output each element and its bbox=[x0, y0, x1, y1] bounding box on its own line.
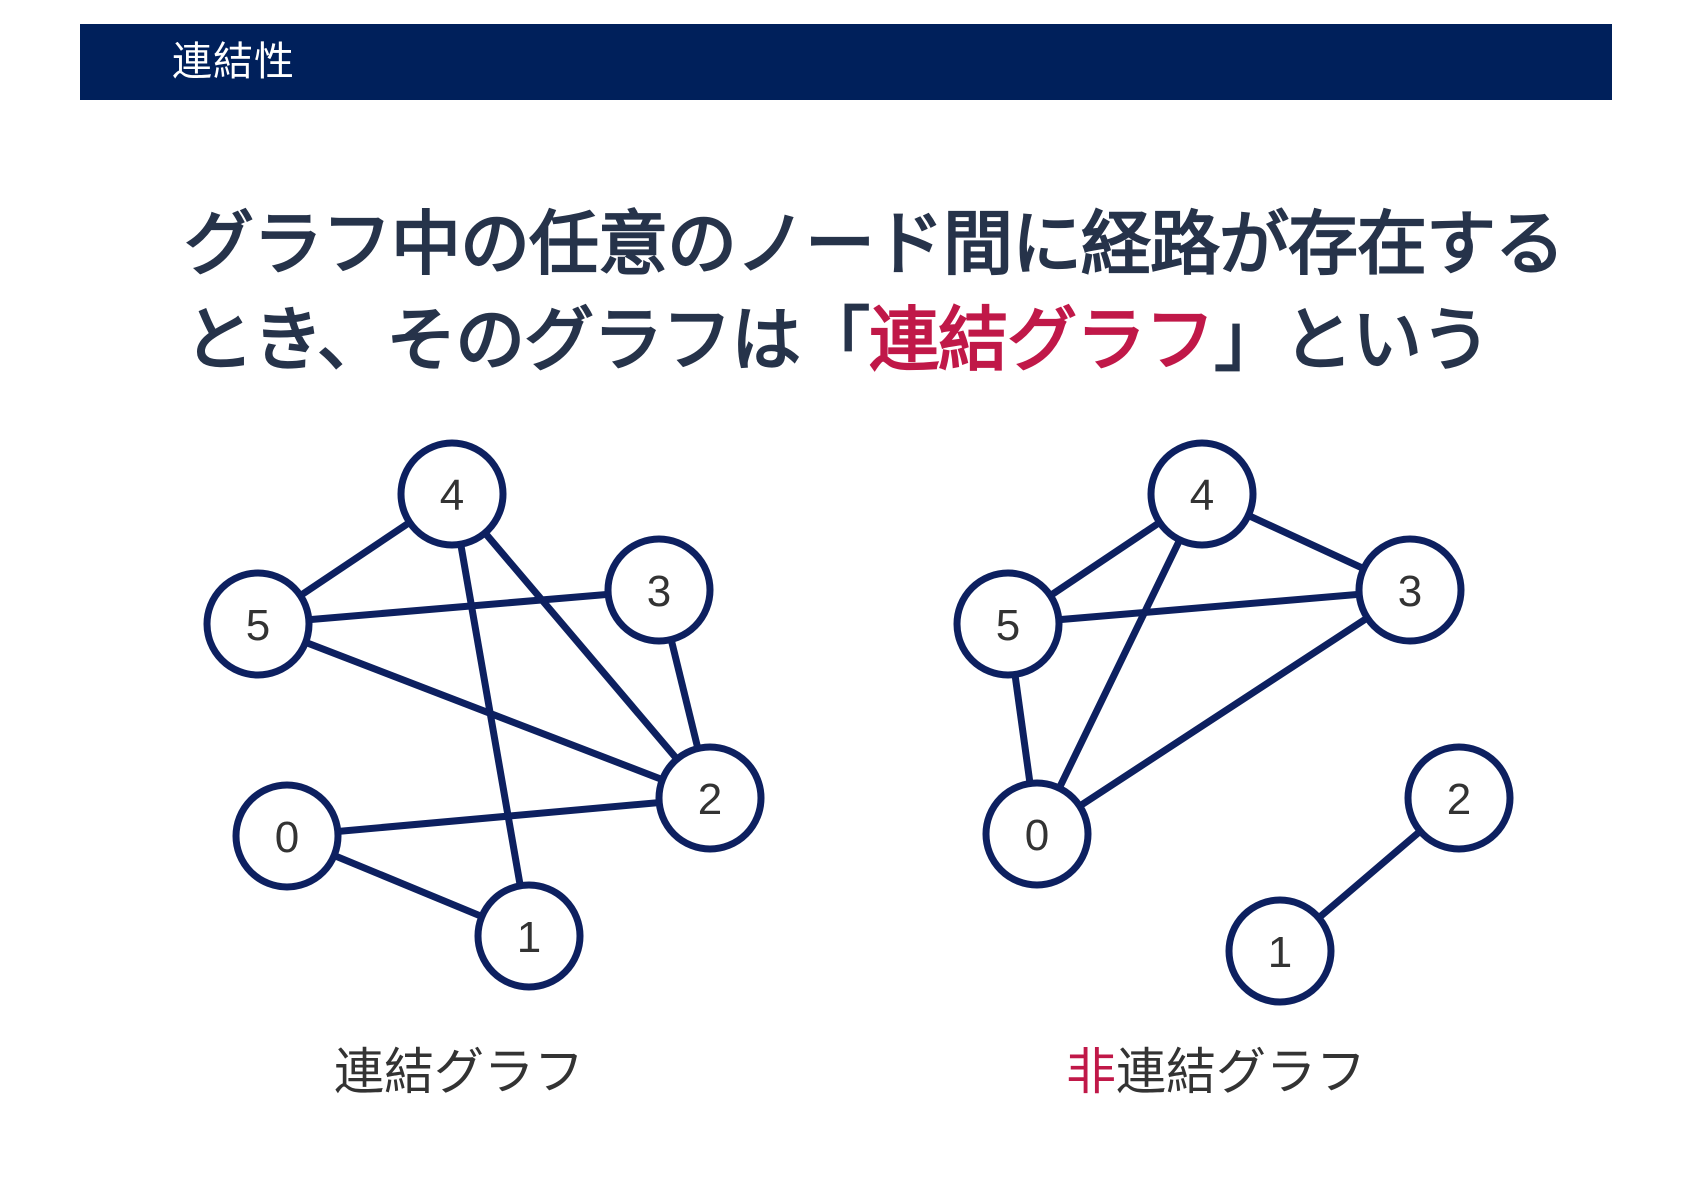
header-bar: 連結性 bbox=[80, 24, 1612, 100]
node-label-4: 4 bbox=[440, 471, 464, 520]
node-2 bbox=[1404, 743, 1514, 853]
connected-graph: 0 1 2 3 4 5 bbox=[203, 439, 765, 991]
headline-line-2-end: 」という bbox=[1214, 299, 1491, 381]
edge-0-2 bbox=[286, 794, 711, 840]
node-3 bbox=[604, 535, 714, 645]
disconnected-graph-caption: 非連結グラフ bbox=[1066, 1040, 1366, 1104]
node-label-0: 0 bbox=[1025, 811, 1049, 860]
edge-4-2 bbox=[449, 491, 713, 801]
page-title: 連結性 bbox=[172, 39, 295, 85]
node-3 bbox=[1355, 535, 1465, 645]
node-5 bbox=[953, 569, 1063, 679]
node-2 bbox=[655, 743, 765, 853]
edge-0-3 bbox=[1035, 587, 1412, 837]
edge-4-1 bbox=[448, 493, 533, 937]
node-label-2: 2 bbox=[1447, 775, 1471, 824]
node-1 bbox=[1225, 896, 1335, 1006]
edge-4-0 bbox=[1033, 492, 1206, 836]
caption-text: 連結グラフ bbox=[1116, 1043, 1366, 1101]
node-4 bbox=[1147, 439, 1257, 549]
node-label-0: 0 bbox=[275, 813, 299, 862]
edge-5-3 bbox=[1007, 586, 1411, 628]
node-0 bbox=[982, 779, 1092, 889]
node-label-1: 1 bbox=[1268, 928, 1292, 977]
headline-line-2: とき、そのグラフは「連結グラフ」という bbox=[184, 292, 1604, 388]
caption-prefix: 非 bbox=[1066, 1043, 1116, 1101]
node-4 bbox=[397, 439, 507, 549]
node-label-5: 5 bbox=[996, 601, 1020, 650]
headline-line-2-start: とき、そのグラフは「 bbox=[184, 299, 870, 381]
headline: グラフ中の任意のノード間に経路が存在する とき、そのグラフは「連結グラフ」という bbox=[184, 196, 1604, 388]
node-label-3: 3 bbox=[1398, 567, 1422, 616]
node-1 bbox=[474, 881, 584, 991]
disconnected-graph: 0 1 2 3 4 5 bbox=[953, 439, 1514, 1006]
headline-line-1: グラフ中の任意のノード間に経路が存在する bbox=[184, 203, 1565, 285]
connected-graph-caption: 連結グラフ bbox=[334, 1040, 584, 1104]
headline-accent-term: 連結グラフ bbox=[869, 299, 1215, 381]
node-label-1: 1 bbox=[517, 913, 541, 962]
node-label-3: 3 bbox=[647, 567, 671, 616]
node-label-2: 2 bbox=[698, 775, 722, 824]
edge-5-3 bbox=[257, 586, 660, 628]
node-5 bbox=[203, 569, 313, 679]
node-label-5: 5 bbox=[246, 601, 270, 650]
edge-5-2 bbox=[256, 620, 712, 802]
node-label-4: 4 bbox=[1190, 471, 1214, 520]
node-0 bbox=[232, 781, 342, 891]
caption-text: 連結グラフ bbox=[334, 1043, 584, 1101]
